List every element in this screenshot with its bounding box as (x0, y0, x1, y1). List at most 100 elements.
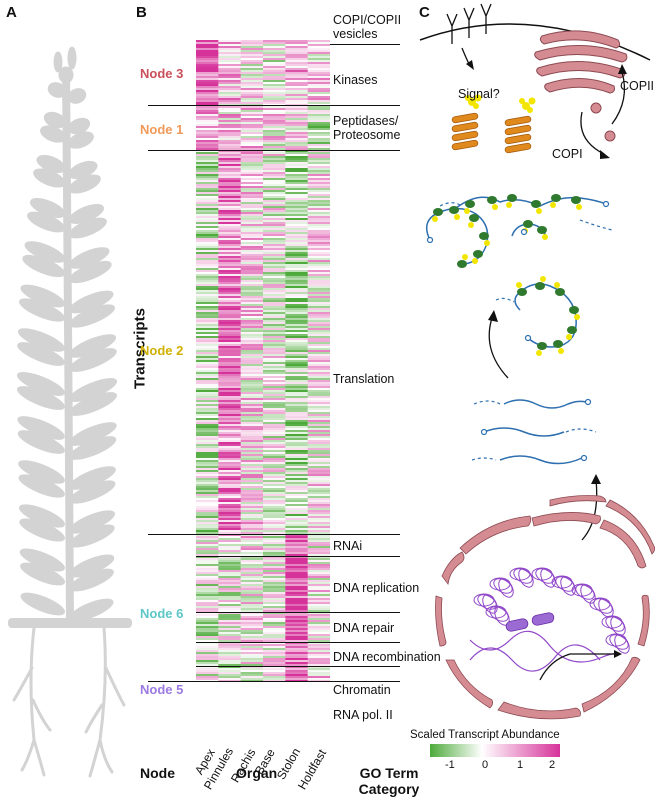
heatmap-cell (263, 518, 286, 521)
heatmap-cell (196, 662, 219, 665)
heatmap-cell (218, 440, 242, 443)
heatmap-cell (240, 214, 264, 217)
heatmap-cell (218, 262, 242, 265)
heatmap-cell (307, 304, 330, 307)
heatmap-cell (307, 168, 330, 171)
heatmap-cell (196, 324, 219, 327)
heatmap-cell (196, 510, 219, 513)
heatmap-cell (240, 198, 264, 201)
heatmap-cell (307, 70, 330, 73)
heatmap-cell (196, 356, 219, 359)
heatmap-cell (240, 460, 264, 463)
heatmap-cell (218, 602, 242, 605)
heatmap-cell (285, 96, 309, 99)
heatmap-cell (307, 184, 330, 187)
heatmap-cell (263, 382, 286, 385)
heatmap-cell (263, 196, 286, 199)
heatmap-cell (263, 400, 286, 403)
node-label-2: Node 2 (140, 343, 184, 358)
heatmap-cell (240, 378, 264, 381)
heatmap-cell (285, 350, 309, 353)
heatmap-cell (196, 220, 219, 223)
heatmap-cell (285, 242, 309, 245)
heatmap-cell (218, 600, 242, 603)
heatmap-cell (218, 208, 242, 211)
heatmap-cell (196, 210, 219, 213)
ribosome-icon (507, 194, 517, 202)
heatmap-cell (263, 290, 286, 293)
heatmap-cell (218, 530, 242, 533)
heatmap-cell (218, 548, 242, 551)
heatmap-cell (196, 604, 219, 607)
heatmap-cell (196, 276, 219, 279)
heatmap-cell (218, 392, 242, 395)
heatmap-cell (263, 138, 286, 141)
heatmap-cell (196, 398, 219, 401)
heatmap-cell (218, 482, 242, 485)
heatmap-cell (307, 144, 330, 147)
heatmap-cell (218, 98, 242, 101)
pinnule (19, 298, 65, 322)
heatmap-cell (307, 140, 330, 143)
heatmap-cell (240, 124, 264, 127)
heatmap-cell (307, 428, 330, 431)
heatmap-cell (240, 644, 264, 647)
heatmap-cell (263, 592, 286, 595)
heatmap-cell (285, 572, 309, 575)
heatmap-cell (196, 442, 219, 445)
separator (148, 105, 400, 106)
heatmap-cell (307, 60, 330, 63)
heatmap-cell (307, 178, 330, 181)
heatmap-cell (307, 386, 330, 389)
heatmap-cell (307, 612, 330, 615)
heatmap-cell (218, 286, 242, 289)
heatmap-cell (196, 100, 219, 103)
heatmap-cell (307, 242, 330, 245)
heatmap-cell (240, 296, 264, 299)
heatmap-cell (240, 570, 264, 573)
heatmap-cell (285, 414, 309, 417)
heatmap-cell (218, 378, 242, 381)
heatmap-cell (240, 130, 264, 133)
heatmap-cell (218, 444, 242, 447)
heatmap-cell (240, 640, 264, 643)
heatmap-cell (285, 398, 309, 401)
heatmap-cell (240, 250, 264, 253)
heatmap-cell (307, 102, 330, 105)
heatmap-cell (218, 216, 242, 219)
heatmap-cell (307, 646, 330, 649)
heatmap-cell (196, 258, 219, 261)
heatmap-cell (307, 438, 330, 441)
heatmap-cell (285, 614, 309, 617)
heatmap-cell (263, 578, 286, 581)
heatmap-cell (263, 146, 286, 149)
heatmap-cell (218, 490, 242, 493)
heatmap-cell (240, 332, 264, 335)
heatmap-cell (307, 210, 330, 213)
heatmap-cell (196, 536, 219, 539)
heatmap-cell (263, 660, 286, 663)
heatmap-cell (240, 152, 264, 155)
heatmap-cell (263, 258, 286, 261)
heatmap-cell (196, 340, 219, 343)
heatmap-cell (196, 274, 219, 277)
heatmap-cell (218, 498, 242, 501)
heatmap-cell (218, 360, 242, 363)
heatmap-cell (307, 482, 330, 485)
heatmap-cell (240, 444, 264, 447)
heatmap-cell (307, 198, 330, 201)
heatmap-cell (263, 494, 286, 497)
heatmap-cell (218, 512, 242, 515)
heatmap-cell (285, 48, 309, 51)
heatmap-cell (263, 512, 286, 515)
heatmap-cell (263, 218, 286, 221)
heatmap-cell (307, 650, 330, 653)
heatmap-cell (285, 310, 309, 313)
heatmap-cell (196, 420, 219, 423)
heatmap-cell (285, 392, 309, 395)
heatmap-cell (196, 596, 219, 599)
heatmap-cell (218, 454, 242, 457)
heatmap-cell (240, 452, 264, 455)
heatmap-cell (285, 628, 309, 631)
heatmap-cell (240, 310, 264, 313)
